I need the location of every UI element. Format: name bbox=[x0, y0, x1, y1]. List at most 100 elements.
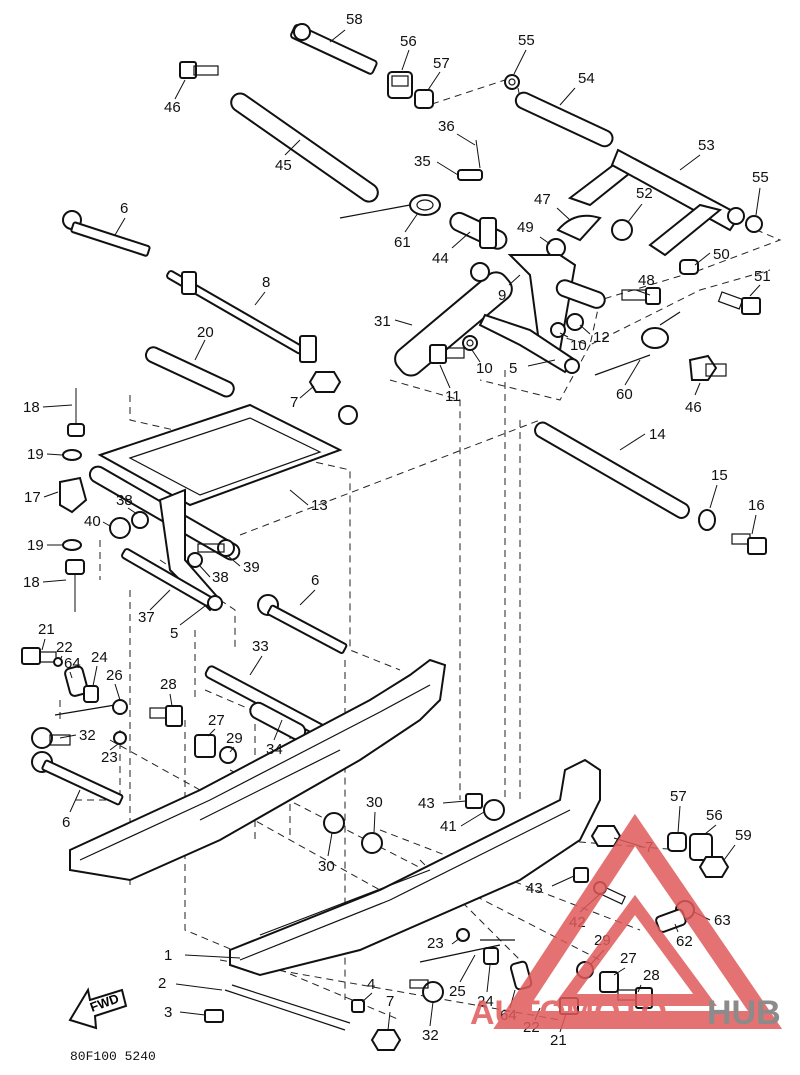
part-link-5-upper bbox=[478, 313, 580, 374]
callout: 23 bbox=[101, 749, 118, 766]
callout: 28 bbox=[643, 967, 660, 984]
part-washer-10-left bbox=[462, 335, 478, 351]
part-washer-15 bbox=[698, 509, 716, 531]
part-left-slide-rail bbox=[69, 658, 447, 882]
part-roller-30-right bbox=[361, 832, 383, 854]
callout: 9 bbox=[498, 287, 506, 304]
part-bolt-35 bbox=[457, 169, 483, 181]
diagram-code: 80F100 5240 bbox=[70, 1049, 156, 1064]
part-pin-18-upper bbox=[67, 388, 85, 437]
part-spring-61 bbox=[339, 194, 441, 219]
part-clip-17 bbox=[59, 476, 88, 514]
callout: 34 bbox=[266, 741, 283, 758]
callout: 21 bbox=[38, 621, 55, 638]
callout: 57 bbox=[670, 788, 687, 805]
callout: 32 bbox=[422, 1027, 439, 1044]
callout: 26 bbox=[106, 667, 123, 684]
callout: 17 bbox=[24, 489, 41, 506]
part-shaft-14 bbox=[534, 421, 690, 519]
part-link-5-lower bbox=[207, 595, 223, 611]
callout-leader-lines bbox=[41, 29, 761, 1033]
callout: 7 bbox=[290, 394, 298, 411]
part-bolt-11 bbox=[429, 344, 465, 364]
part-rod-20 bbox=[144, 346, 235, 398]
part-collar-57-right bbox=[667, 832, 687, 852]
callout: 55 bbox=[752, 169, 769, 186]
part-pivot-shaft-44 bbox=[449, 211, 508, 250]
part-rear-arm-53 bbox=[567, 148, 745, 257]
callout: 27 bbox=[620, 950, 637, 967]
part-bolt-6-upper bbox=[62, 210, 151, 257]
part-nut-59 bbox=[698, 856, 730, 878]
part-roller-41 bbox=[483, 799, 505, 821]
callout: 16 bbox=[748, 497, 765, 514]
part-washer-19-lower bbox=[62, 539, 82, 551]
part-rear-shaft-54 bbox=[514, 91, 614, 148]
callout: 10 bbox=[570, 337, 587, 354]
callout: 56 bbox=[706, 807, 723, 824]
part-bolt-6-middle bbox=[257, 594, 348, 655]
callout: 45 bbox=[275, 157, 292, 174]
callout: 23 bbox=[427, 935, 444, 952]
part-nut-7-upper bbox=[308, 371, 342, 393]
callout: 58 bbox=[346, 11, 363, 28]
callout: 61 bbox=[394, 234, 411, 251]
callout: 38 bbox=[116, 492, 133, 509]
part-bolt-16 bbox=[731, 533, 767, 555]
callout: 37 bbox=[138, 609, 155, 626]
callout: 48 bbox=[638, 272, 655, 289]
callout: 30 bbox=[366, 794, 383, 811]
part-collar-24-left bbox=[83, 685, 99, 703]
part-roller-30-left bbox=[323, 812, 345, 834]
callout: 5 bbox=[509, 360, 517, 377]
part-bolt-32-left bbox=[31, 727, 71, 749]
callout: 55 bbox=[518, 32, 535, 49]
part-bolt-21-left bbox=[21, 647, 57, 665]
watermark-part2: HUB bbox=[707, 994, 781, 1032]
callout: 24 bbox=[91, 649, 108, 666]
callout: 63 bbox=[714, 912, 731, 929]
automotohub-watermark-logo: AUTOMOTO HUB bbox=[470, 813, 783, 1032]
callout: 22 bbox=[56, 639, 73, 656]
part-bolt-46-right bbox=[688, 354, 727, 381]
part-bracket-43-lower bbox=[573, 867, 589, 883]
part-bracket-37 bbox=[121, 488, 222, 612]
callout: 31 bbox=[374, 313, 391, 330]
callout: 24 bbox=[477, 993, 494, 1010]
callout: 46 bbox=[685, 399, 702, 416]
callout: 60 bbox=[616, 386, 633, 403]
callout: 5 bbox=[170, 625, 178, 642]
callout: 7 bbox=[386, 993, 394, 1010]
callout: 62 bbox=[676, 933, 693, 950]
callout: 51 bbox=[754, 268, 771, 285]
callout: 19 bbox=[27, 537, 44, 554]
callout: 46 bbox=[164, 99, 181, 116]
part-bolt-32-right bbox=[409, 979, 444, 1003]
callout: 47 bbox=[534, 191, 551, 208]
part-washer-23-left bbox=[113, 731, 127, 745]
part-bolt-6-lower bbox=[31, 751, 124, 806]
forward-arrow-icon: FWD bbox=[68, 987, 128, 1030]
callout: 19 bbox=[27, 446, 44, 463]
callout: 35 bbox=[414, 153, 431, 170]
callout: 6 bbox=[62, 814, 70, 831]
callout: 28 bbox=[160, 676, 177, 693]
part-collar-52 bbox=[611, 219, 633, 241]
callout: 18 bbox=[23, 574, 40, 591]
callout: 8 bbox=[262, 274, 270, 291]
part-rail-end-1 bbox=[184, 954, 241, 959]
part-long-bolt-58 bbox=[290, 23, 378, 75]
part-washer-55-top bbox=[504, 74, 520, 90]
callout: 27 bbox=[208, 712, 225, 729]
callout: 4 bbox=[367, 976, 375, 993]
part-washer-38-lower bbox=[187, 552, 203, 568]
part-collar-12 bbox=[566, 313, 584, 331]
part-collar-29-left bbox=[219, 746, 237, 764]
callout: 30 bbox=[318, 858, 335, 875]
part-bolt-48 bbox=[621, 287, 661, 305]
callout: 2 bbox=[158, 975, 166, 992]
part-nut-7-lower bbox=[370, 1029, 402, 1051]
callout: 52 bbox=[636, 185, 653, 202]
callout: 1 bbox=[164, 947, 172, 964]
